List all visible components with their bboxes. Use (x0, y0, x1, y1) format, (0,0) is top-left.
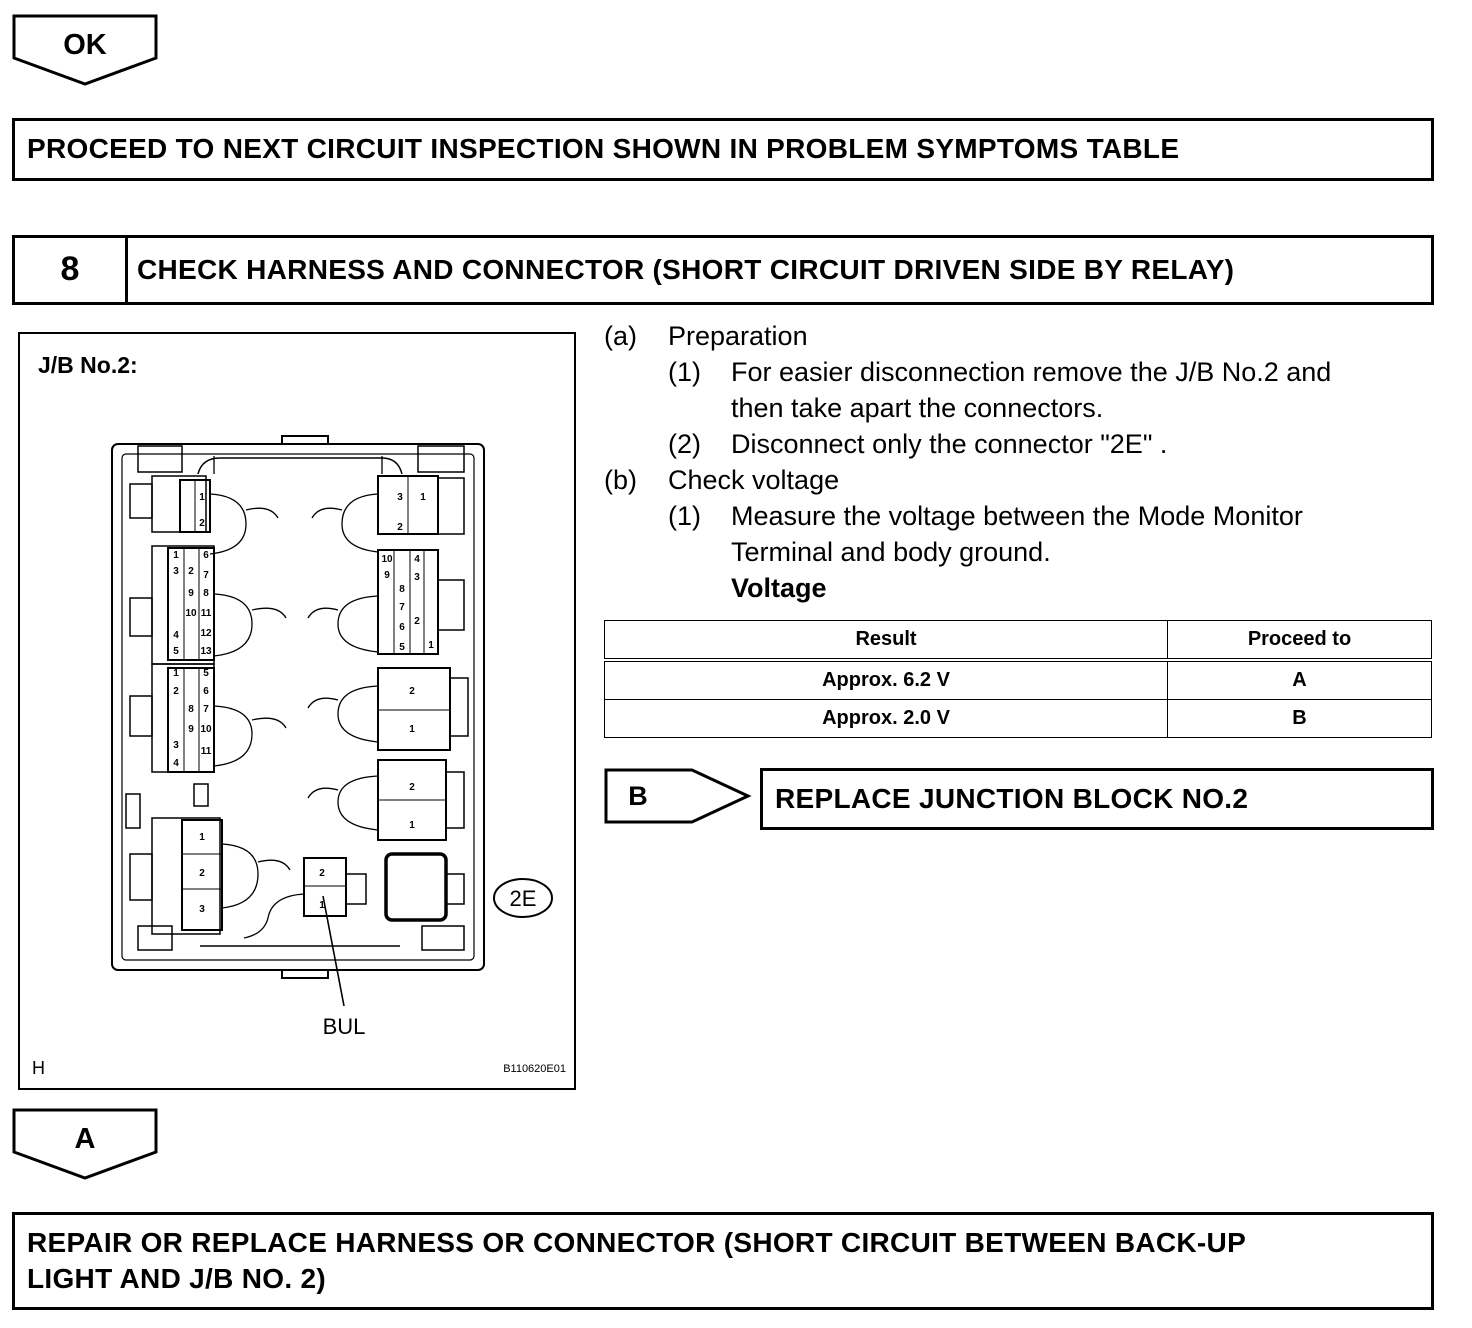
figure-code: B110620E01 (503, 1063, 566, 1075)
ok-tag: OK (12, 14, 158, 86)
figure-title: J/B No.2: (38, 352, 138, 378)
pin-label: 6 (203, 550, 209, 561)
pin-label: 3 (397, 492, 403, 503)
pin-label: 1 (409, 724, 415, 735)
pin-label: 7 (399, 602, 405, 613)
b-tag-label: B (628, 781, 648, 811)
replace-junction-block-text: REPLACE JUNCTION BLOCK NO.2 (775, 783, 1249, 814)
pin-label: 5 (173, 646, 179, 657)
step-number: 8 (60, 250, 80, 288)
pin-label: 1 (319, 900, 325, 911)
pin-label: 2 (397, 522, 403, 533)
table-row: Approx. 6.2 V A (604, 659, 1432, 700)
step-b1-line1: Measure the voltage between the Mode Mon… (731, 501, 1303, 531)
header-result: Result (604, 620, 1168, 662)
ok-tag-label: OK (63, 29, 107, 61)
result-cell: Approx. 6.2 V (604, 659, 1168, 700)
figure-corner-letter: H (32, 1058, 45, 1078)
step-a1-label: (1) (668, 357, 701, 387)
pin-label: 9 (384, 570, 390, 581)
pin-label: 1 (420, 492, 426, 503)
step-a1-line2: then take apart the connectors. (731, 393, 1104, 423)
pin-label: 1 (173, 550, 179, 561)
header-proceed-to: Proceed to (1167, 620, 1432, 662)
pin-label: 2 (199, 868, 205, 879)
proceed-cell: A (1167, 659, 1432, 700)
table-header-row: Result Proceed to (604, 620, 1432, 662)
result-cell: Approx. 2.0 V (604, 699, 1168, 738)
voltage-heading: Voltage (731, 573, 827, 603)
pin-label: 5 (399, 642, 405, 653)
step-a-label: (a) (604, 321, 637, 351)
table-row: Approx. 2.0 V B (604, 699, 1432, 738)
pin-label: 3 (173, 566, 179, 577)
pin-label: 2 (188, 566, 194, 577)
repair-harness-line2: LIGHT AND J/B NO. 2) (27, 1263, 326, 1294)
pin-label: 6 (399, 622, 405, 633)
pin-label: 13 (200, 646, 212, 657)
voltage-result-table: Result Proceed to Approx. 6.2 V A Approx… (604, 620, 1432, 738)
pin-label: 4 (173, 758, 179, 769)
pin-label: 2 (414, 616, 420, 627)
bul-label: BUL (323, 1014, 366, 1039)
pin-label: 8 (399, 584, 405, 595)
pin-label: 9 (188, 588, 194, 599)
replace-junction-block-box: REPLACE JUNCTION BLOCK NO.2 (760, 768, 1434, 830)
a-tag: A (12, 1108, 158, 1180)
step-b-text: Check voltage (668, 465, 840, 495)
step-a-text: Preparation (668, 321, 808, 351)
pin-label: 8 (188, 704, 194, 715)
proceed-next-inspection-box: PROCEED TO NEXT CIRCUIT INSPECTION SHOWN… (12, 118, 1434, 181)
connector-2e-tag: 2E (510, 886, 537, 911)
step-number-cell: 8 (15, 238, 128, 302)
pin-label: 2 (409, 782, 415, 793)
step-a2-text: Disconnect only the connector "2E" . (731, 429, 1168, 459)
pin-label: 12 (200, 628, 212, 639)
repair-harness-line1: REPAIR OR REPLACE HARNESS OR CONNECTOR (… (27, 1227, 1247, 1258)
pin-label: 11 (201, 608, 212, 619)
a-tag-label: A (75, 1123, 96, 1155)
pin-label: 1 (199, 832, 205, 843)
pin-label: 1 (199, 492, 205, 503)
pin-label: 2 (173, 686, 179, 697)
pin-label: 3 (414, 572, 420, 583)
pin-label: 6 (203, 686, 209, 697)
step-b1-label: (1) (668, 501, 701, 531)
pin-label: 10 (185, 608, 197, 619)
pin-label: 2 (409, 686, 415, 697)
pin-label: 2 (199, 518, 205, 529)
pin-label: 8 (203, 588, 209, 599)
pin-label: 3 (199, 904, 205, 915)
pin-label: 4 (173, 630, 179, 641)
step-b1-line2: Terminal and body ground. (731, 537, 1051, 567)
pin-label: 5 (203, 668, 209, 679)
junction-block-diagram: 1 2 1 2 3 4 5 6 7 8 9 10 11 12 13 1 2 3 … (32, 435, 566, 1078)
proceed-next-inspection-text: PROCEED TO NEXT CIRCUIT INSPECTION SHOWN… (27, 133, 1180, 164)
repair-harness-box: REPAIR OR REPLACE HARNESS OR CONNECTOR (… (12, 1212, 1434, 1310)
pin-label: 9 (188, 724, 194, 735)
junction-block-figure: J/B No.2: (18, 332, 576, 1090)
pin-label: 7 (203, 704, 209, 715)
pin-label: 2 (319, 868, 325, 879)
step-b-label: (b) (604, 465, 637, 495)
pin-label: 1 (409, 820, 415, 831)
pin-label: 10 (200, 724, 212, 735)
pin-label: 11 (201, 746, 212, 757)
step-a1-line1: For easier disconnection remove the J/B … (731, 357, 1332, 387)
proceed-cell: B (1167, 699, 1432, 738)
step-a2-label: (2) (668, 429, 701, 459)
step-title: CHECK HARNESS AND CONNECTOR (SHORT CIRCU… (137, 254, 1235, 285)
pin-label: 4 (414, 554, 420, 565)
pin-label: 10 (381, 554, 393, 565)
pin-label: 3 (173, 740, 179, 751)
pin-label: 1 (173, 668, 179, 679)
b-arrow-tag: B (604, 768, 752, 824)
step-header: 8 CHECK HARNESS AND CONNECTOR (SHORT CIR… (12, 235, 1434, 305)
pin-label: 1 (428, 640, 434, 651)
pin-label: 7 (203, 570, 209, 581)
